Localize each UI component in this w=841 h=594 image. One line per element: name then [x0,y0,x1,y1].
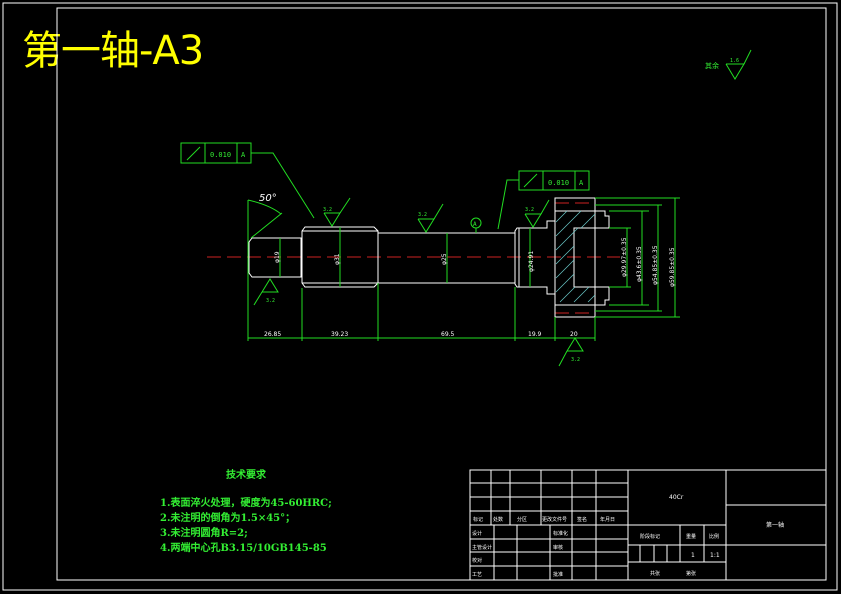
svg-text:0.010: 0.010 [548,179,569,187]
dim-d8: φ59.85±0.35 [669,247,676,287]
svg-text:年月日: 年月日 [600,516,615,523]
svg-text:1.6: 1.6 [730,58,739,64]
svg-text:审核: 审核 [553,544,563,551]
tolerance-frame-1: 0.010 A [180,142,315,219]
svg-text:重量: 重量 [686,533,696,540]
title-block [469,469,827,581]
svg-text:标记: 标记 [473,516,483,523]
requirement-item: 3.未注明圆角R=2; [160,528,248,539]
roughness-symbol: 3.2 [558,337,584,367]
part-name: 第一轴 [766,521,784,529]
roughness-symbol: 3.2 [524,199,550,228]
dim-d6: φ43.6±0.35 [636,246,643,282]
svg-text:0.010: 0.010 [210,151,231,159]
drawing-frame [56,7,827,581]
svg-text:A: A [579,179,584,187]
requirement-item: 2.未注明的倒角为1.5×45°； [160,513,296,524]
runout-icon [523,173,538,188]
dim-d5: φ29.97±0.35 [621,237,628,277]
datum-symbol: A [470,217,482,233]
title-block-text: 标记 处数 分区 更改文件号 签名 年月日 设计 主管设计 校对 工艺 标准化 … [472,516,720,578]
roughness-symbol: 3.2 [253,278,279,306]
svg-text:批准: 批准 [553,571,563,578]
dim-l3: 69.5 [441,331,455,338]
svg-text:1: 1 [691,552,695,559]
svg-text:3.2: 3.2 [323,207,332,213]
dim-d4: φ24.91 [528,251,535,272]
svg-text:3.2: 3.2 [266,298,275,304]
runout-icon [186,146,201,161]
svg-text:3.2: 3.2 [418,212,427,218]
general-roughness-label: 其余 [705,61,719,70]
requirements-heading: 技术要求 [226,470,266,481]
length-dimensions [247,200,596,341]
roughness-symbol: 3.2 [323,197,351,227]
svg-text:A: A [473,221,477,228]
dim-d3: φ25 [441,253,448,265]
tolerance-frame-2: 0.010 A [497,170,590,230]
svg-text:1:1: 1:1 [710,552,720,559]
svg-text:3.2: 3.2 [525,207,534,213]
dim-d1: φ19 [274,251,281,263]
dim-l1: 26.85 [264,331,281,338]
svg-text:工艺: 工艺 [472,572,482,578]
dim-l5: 20 [570,331,578,338]
svg-text:3.2: 3.2 [571,357,580,363]
svg-text:共张: 共张 [650,570,660,577]
svg-text:签名: 签名 [577,516,587,523]
roughness-symbol: 3.2 [417,203,444,233]
svg-text:主管设计: 主管设计 [472,544,492,551]
section-hatch [555,210,596,303]
svg-text:更改文件号: 更改文件号 [542,516,567,523]
svg-text:处数: 处数 [493,516,503,523]
svg-text:第张: 第张 [686,570,696,577]
svg-text:阶段标记: 阶段标记 [640,533,660,540]
svg-text:设计: 设计 [472,530,482,537]
dim-l4: 19.9 [528,331,542,338]
svg-text:标准化: 标准化 [553,530,568,537]
angle-arc [247,199,282,215]
svg-text:校对: 校对 [472,557,482,564]
dim-d2: φ31 [334,253,341,265]
angle-label: 50° [259,193,277,204]
requirement-item: 4.两端中心孔B3.15/10GB145-85 [160,543,327,554]
svg-text:比例: 比例 [709,533,719,540]
drawing-title: 第一轴-A3 [22,28,204,74]
dim-l2: 39.23 [331,331,348,338]
svg-text:A: A [241,151,246,159]
roughness-symbol-general: 1.6 [725,49,752,80]
diameter-dimensions [279,197,680,318]
material-value: 40Cr [669,494,684,501]
requirement-item: 1.表面淬火处理，硬度为45-60HRC; [160,498,332,509]
dim-d7: φ54.85±0.35 [652,245,659,285]
svg-text:分区: 分区 [517,516,527,523]
